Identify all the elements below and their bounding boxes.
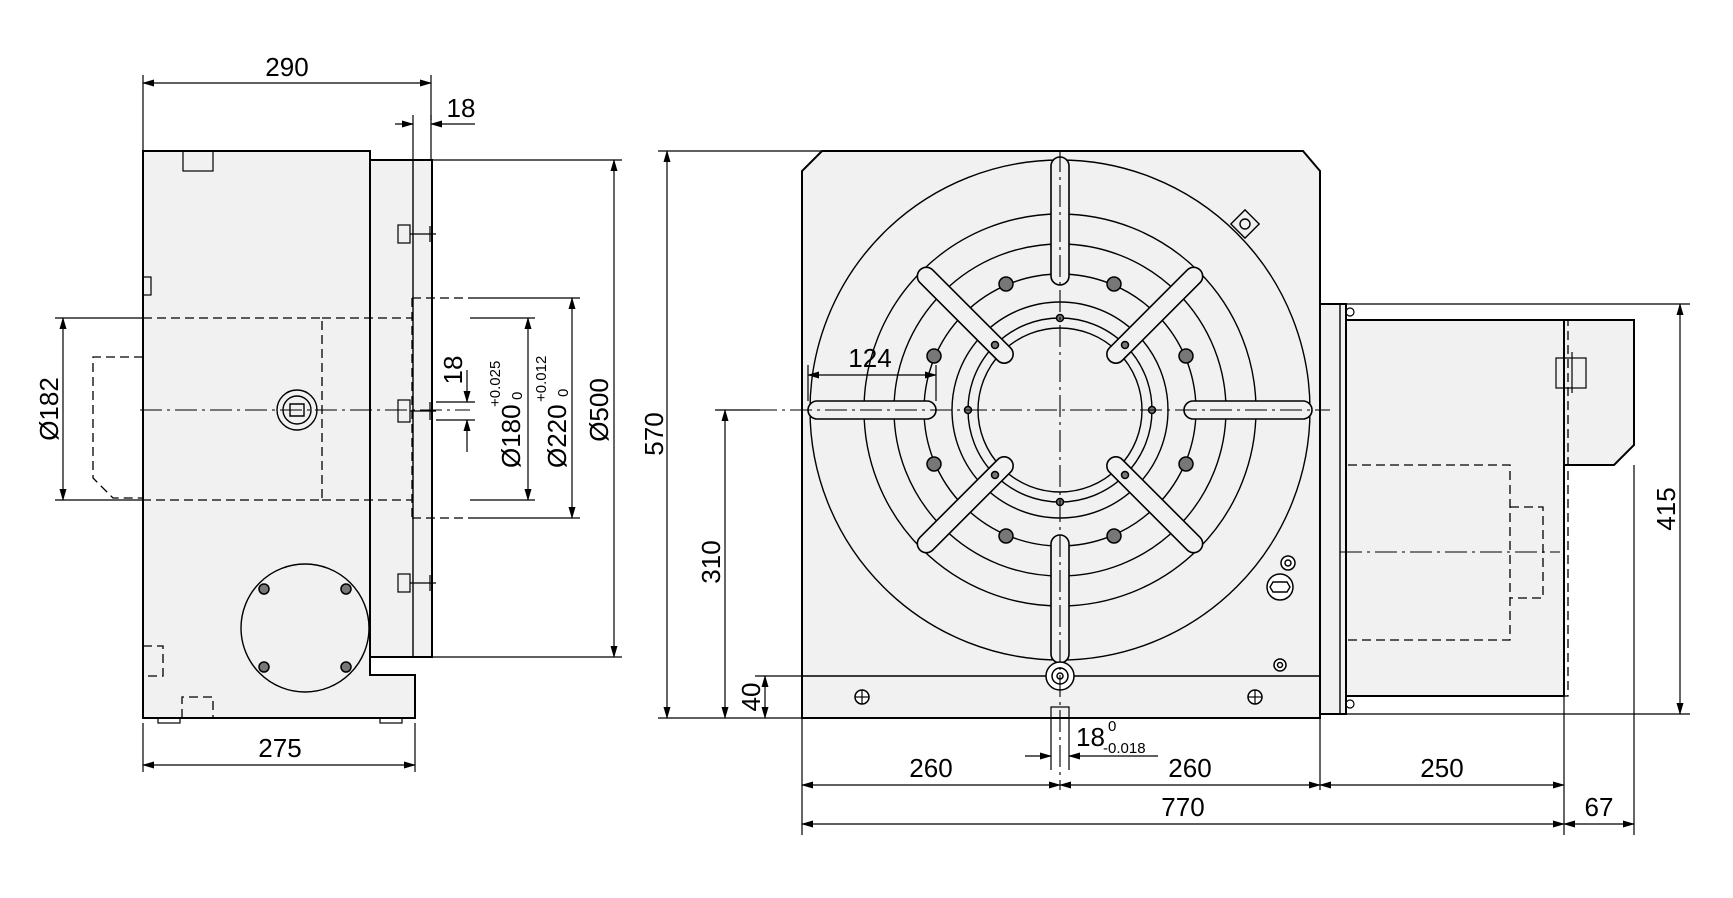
dim-key-tol-upper: 0 — [1108, 718, 1116, 735]
dim-side-width: 290 — [265, 52, 308, 82]
dim-bore-180: Ø180 — [496, 404, 526, 468]
dim-flange-thickness: 18 — [447, 93, 476, 123]
dim-half-width-left: 260 — [909, 753, 952, 783]
dim-key-tol-lower: -0.018 — [1103, 740, 1146, 757]
dim-center-height: 310 — [696, 540, 726, 583]
dim-bore-220: Ø220 — [542, 404, 572, 468]
dim-bore-180-tol-lower: 0 — [509, 392, 526, 400]
flange-bolt-icon — [397, 224, 436, 244]
dim-overall-width: 770 — [1161, 792, 1204, 822]
side-view: 290 18 Ø182 18 Ø180 +0.025 0 Ø220 +0.012… — [34, 52, 622, 772]
hex-fitting-icon — [1229, 208, 1261, 240]
bolt-holes — [926, 276, 1194, 544]
side-cover-plate — [240, 563, 370, 693]
motor-body — [1345, 319, 1565, 697]
dim-diameter-182: Ø182 — [34, 377, 64, 441]
side-housing — [142, 150, 416, 719]
front-view: 570 310 40 124 18 0 -0.018 260 260 250 — [639, 150, 1690, 835]
dim-bore-220-tol-upper: +0.012 — [533, 356, 550, 402]
dim-slot-radius: 124 — [848, 343, 891, 373]
dim-motor-height: 415 — [1651, 487, 1681, 530]
motor — [1319, 303, 1635, 715]
dim-bore-220-tol-lower: 0 — [555, 389, 572, 397]
dim-motor-overhang: 67 — [1585, 792, 1614, 822]
flange-bolt-icon — [397, 399, 436, 423]
dim-base-height: 40 — [736, 683, 766, 712]
motor-flange — [1319, 303, 1347, 715]
dim-base-width: 275 — [258, 733, 301, 763]
drain-plug-icon — [1266, 573, 1294, 601]
t-slots — [807, 156, 1313, 664]
dim-bore-180-tol-upper: +0.025 — [487, 361, 504, 407]
flange-bolt-icon — [397, 573, 436, 593]
dim-slot-width: 18 — [438, 356, 468, 385]
dim-table-diameter: Ø500 — [584, 378, 614, 442]
dim-half-width-right: 260 — [1168, 753, 1211, 783]
dim-overall-height: 570 — [639, 412, 669, 455]
dim-motor-length: 250 — [1420, 753, 1463, 783]
dim-key-width: 18 — [1076, 722, 1105, 752]
